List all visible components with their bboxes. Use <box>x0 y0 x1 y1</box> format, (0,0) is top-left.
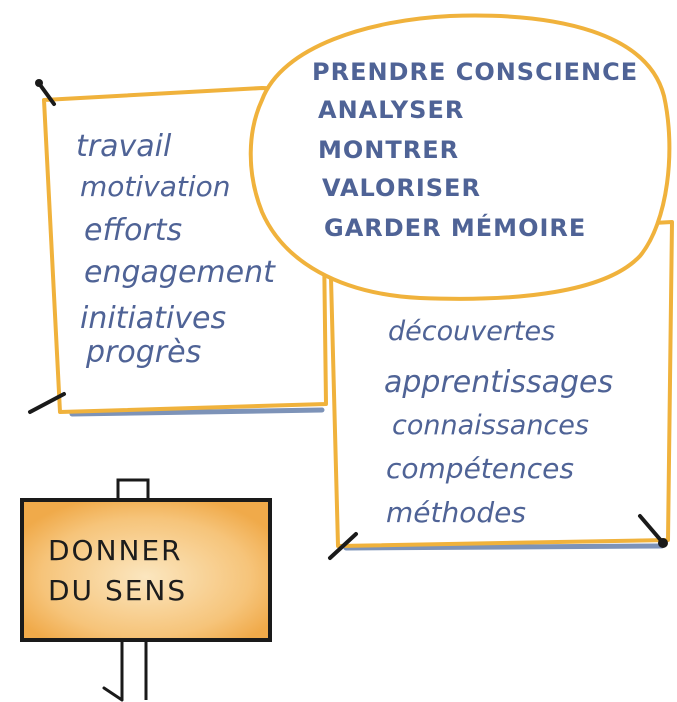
left-card-item: engagement <box>84 255 276 290</box>
bubble-item: VALORISER <box>322 174 481 202</box>
pin-icon <box>35 79 56 106</box>
left-card-shadow <box>69 407 325 417</box>
sign-board <box>20 498 272 642</box>
signpost: DONNER DU SENS <box>20 478 272 702</box>
left-card-item: travail <box>76 129 172 164</box>
right-card: découvertes apprentissages connaissances… <box>328 220 674 560</box>
bubble-item: MONTRER <box>318 136 459 164</box>
right-card-item: connaissances <box>392 410 589 441</box>
right-card-shadow <box>343 543 665 551</box>
sign-line1: DONNER <box>48 534 183 567</box>
left-card-item: motivation <box>80 170 231 203</box>
pin-icon <box>28 392 66 414</box>
bubble-item: GARDER MÉMOIRE <box>324 213 586 242</box>
left-card-item: initiatives <box>80 301 226 336</box>
bubble-outline <box>248 13 672 301</box>
right-card-item: méthodes <box>386 496 526 529</box>
right-card-item: apprentissages <box>384 365 613 400</box>
sign-line2: DU SENS <box>48 574 187 607</box>
pin-icon <box>328 532 358 560</box>
bubble-item: ANALYSER <box>318 96 464 124</box>
sign-post-bottom <box>120 640 148 700</box>
pin-icon <box>638 514 668 548</box>
right-card-item: découvertes <box>388 316 555 347</box>
right-card-item: compétences <box>386 452 574 485</box>
bubble-item: PRENDRE CONSCIENCE <box>312 58 638 86</box>
thought-bubble: PRENDRE CONSCIENCE ANALYSER MONTRER VALO… <box>248 13 672 301</box>
left-card-item: efforts <box>84 213 182 248</box>
left-card-item: progrès <box>85 335 201 370</box>
